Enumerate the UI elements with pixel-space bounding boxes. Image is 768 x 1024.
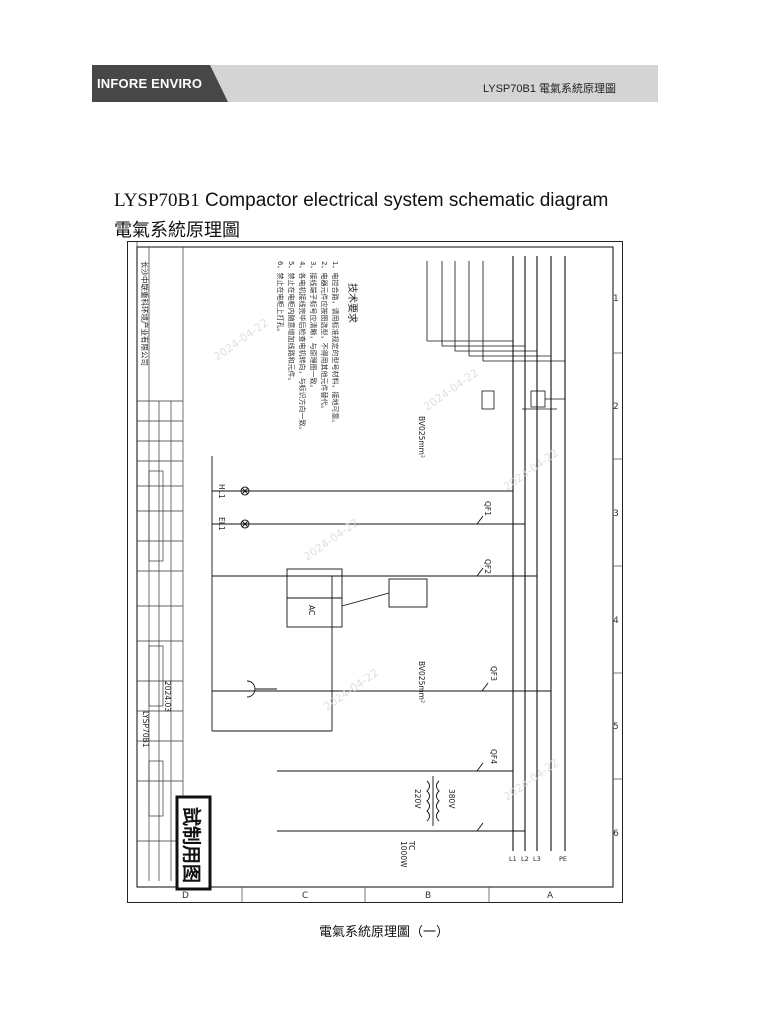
bus-label: PE: [559, 855, 567, 863]
tech-req-item: 2、电器元件应按图选型，不得用其他元件替代。: [320, 261, 329, 412]
page-title: LYSP70B1 Compactor electrical system sch…: [114, 190, 608, 212]
label-qf1: QF1: [483, 501, 492, 516]
bus-label: L1: [509, 855, 517, 863]
tech-req-item: 6、禁止在电柜上打孔。: [276, 261, 285, 335]
label-cable-b: BV025mm²: [417, 661, 426, 703]
row-letter: C: [302, 891, 308, 901]
bus-label: L2: [521, 855, 529, 863]
tech-req-item: 4、各电机接线完毕后检查电机转向，与标识方向一致。: [298, 261, 307, 433]
schematic-drawing: 1 2 3 4 5 6 D C B A 长沙中联重科环境产业有限公司 LYSP7: [127, 241, 623, 903]
column-number: 2: [613, 402, 619, 412]
header-doc-label: LYSP70B1 電氣系統原理圖: [482, 83, 616, 95]
column-number: 1: [613, 294, 619, 304]
title-english: Compactor electrical system schematic di…: [199, 190, 609, 211]
bus-label: L3: [533, 855, 541, 863]
stamp-text: 試制用图: [180, 807, 203, 883]
title-block-date: 2024.03: [163, 681, 172, 712]
row-letter: A: [547, 891, 554, 901]
label-qf3: QF3: [489, 666, 498, 681]
tech-req-item: 5、禁止在电柜内随意增加线路和元件。: [287, 261, 296, 384]
row-letter: B: [425, 891, 431, 901]
tech-req-title: 技术要求: [346, 283, 359, 323]
column-number: 3: [613, 509, 619, 519]
label-ac: AC: [307, 605, 316, 615]
label-el1: EL1: [217, 517, 226, 531]
label-qf2: QF2: [483, 559, 492, 574]
label-tc: TC: [407, 840, 416, 850]
label-220v: 220V: [413, 789, 422, 809]
label-cable-a: BV025mm²: [417, 416, 426, 458]
label-hl1: HL1: [217, 484, 226, 499]
title-block-drawing-no: LYSP70B1: [141, 711, 150, 748]
column-number: 4: [613, 616, 619, 626]
brand-name: INFORE ENVIRO: [97, 76, 203, 91]
title-model: LYSP70B1: [114, 190, 200, 211]
figure-caption: 電氣系統原理圖（一）: [318, 925, 449, 940]
column-number: 6: [613, 829, 619, 839]
brand-block: [92, 65, 228, 102]
label-tc-rating: 1000W: [399, 841, 408, 868]
page-title-chinese: 電氣系統原理圖: [114, 220, 240, 241]
tech-req-item: 1、电控合路，请用标准规定的型号材料，接地可靠。: [331, 261, 340, 426]
title-block-company: 长沙中联重科环境产业有限公司: [140, 261, 150, 366]
label-qf4: QF4: [489, 749, 498, 764]
column-number: 5: [613, 722, 619, 732]
row-letter: D: [182, 891, 189, 901]
label-380v: 380V: [447, 789, 456, 809]
tech-req-item: 3、接线端子标号应清晰，与原理图一致。: [309, 261, 318, 391]
